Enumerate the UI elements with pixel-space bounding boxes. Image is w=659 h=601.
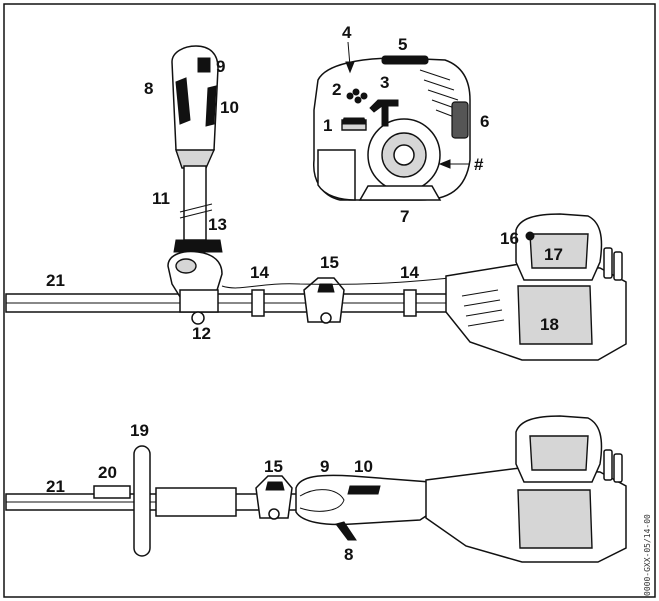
callout-2: 2	[332, 80, 341, 99]
clamp-lower	[179, 289, 219, 313]
stop-switch	[205, 85, 217, 127]
callout-9-top: 9	[216, 57, 225, 76]
rear-handle	[295, 474, 439, 526]
cable-strap-right	[403, 289, 417, 317]
callout-4: 4	[342, 23, 352, 42]
callout-8-top: 8	[144, 79, 153, 98]
callout-20: 20	[98, 463, 117, 482]
throttle-trigger-bottom	[335, 521, 357, 541]
callout-6: 6	[480, 112, 489, 131]
handle-rod	[183, 165, 207, 241]
spark-plug-cover	[381, 55, 429, 65]
starter-handle	[369, 99, 399, 127]
callout-10-bottom: 10	[354, 457, 373, 476]
callout-9-bottom: 9	[320, 457, 329, 476]
callout-1: 1	[323, 116, 332, 135]
callout-16: 16	[500, 229, 519, 248]
callout-7: 7	[400, 207, 409, 226]
cable-strap-left	[251, 289, 265, 317]
callout-21-top: 21	[46, 271, 65, 290]
harness-eyelet	[303, 277, 345, 323]
recoil-cover	[529, 233, 589, 269]
throttle-lockout	[197, 57, 211, 73]
callout-11: 11	[152, 189, 170, 208]
barrier-bar	[93, 485, 131, 499]
loop-handle	[133, 445, 151, 557]
callout-14-right: 14	[400, 263, 419, 282]
air-filter-cover	[451, 101, 469, 139]
fuel-tank	[317, 149, 356, 201]
callout-21-bottom: 21	[46, 477, 65, 496]
callout-13: 13	[208, 215, 227, 234]
callout-19: 19	[130, 421, 149, 440]
fan-cover	[517, 285, 593, 345]
engine-base	[358, 185, 442, 201]
callout-3: 3	[380, 73, 389, 92]
stop-switch-bottom	[347, 485, 381, 495]
callout-12: 12	[192, 324, 211, 343]
handle-grip	[171, 45, 219, 167]
callout-14-left: 14	[250, 263, 269, 282]
figure-code: 0000-GXX-05/14-00	[643, 514, 652, 596]
callout-15-bottom: 15	[264, 457, 283, 476]
engine-illustration	[313, 41, 471, 201]
throttle-trigger	[175, 77, 191, 125]
shaft-sleeve	[155, 487, 237, 517]
figure-border	[3, 3, 656, 598]
callout-17: 17	[544, 245, 563, 264]
callout-18: 18	[540, 315, 559, 334]
trimmer-bike-handle-view	[5, 45, 627, 361]
callout-15-top: 15	[320, 253, 339, 272]
callout-5: 5	[398, 35, 407, 54]
callout-hash: #	[474, 155, 484, 174]
adjustment-knob	[173, 239, 223, 253]
trimmer-loop-handle-view	[5, 415, 627, 563]
callout-10-top: 10	[220, 98, 239, 117]
callout-8-bottom: 8	[344, 545, 353, 564]
